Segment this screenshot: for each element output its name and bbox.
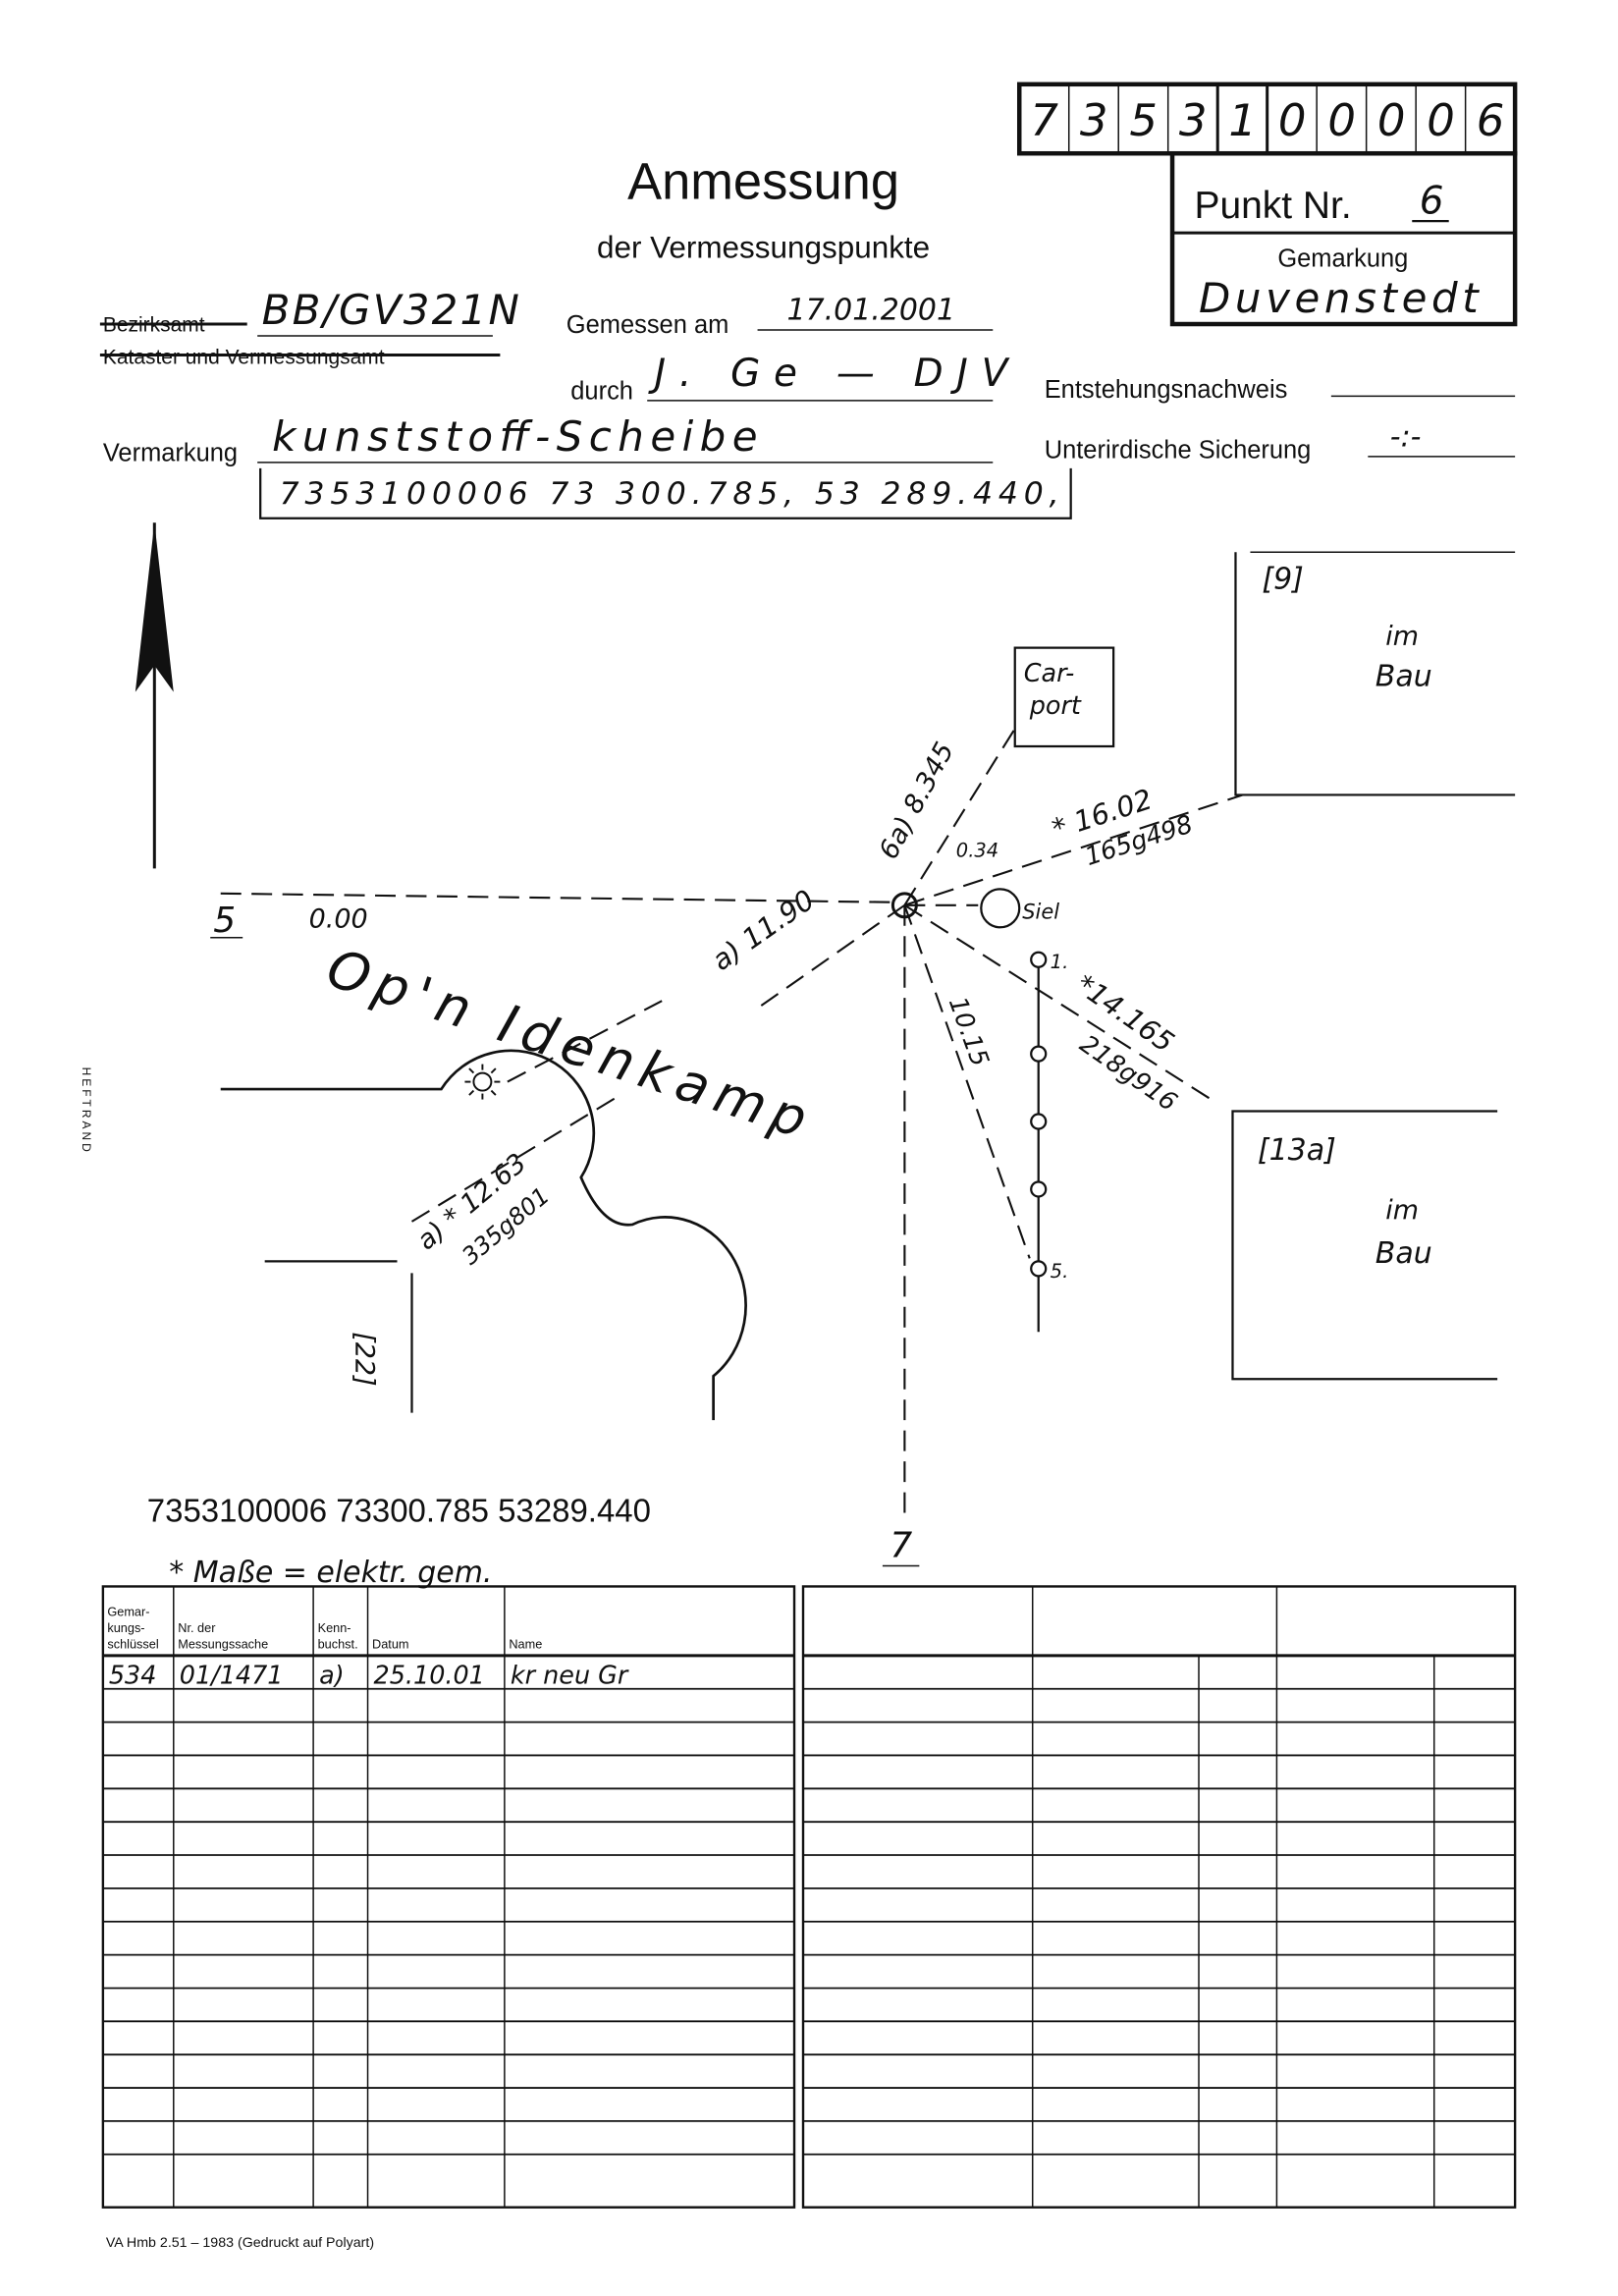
table-cell: 25.10.01 [374,1661,485,1690]
carport-label: Car- [1024,659,1075,688]
page-subtitle: der Vermessungspunkte [597,231,930,265]
carport-label-2: port [1029,691,1082,721]
table-cell: kr neu Gr [511,1661,629,1690]
vermarkung-label: Vermarkung [103,439,238,466]
table-header-cell: buchst. [318,1636,358,1651]
siel-label: Siel [1022,900,1059,923]
chain-point-5: 5. [1051,1260,1069,1283]
building-9-status: im [1385,622,1419,652]
durch-signature: J. Ge — DJV [648,352,1010,396]
table-cell: 01/1471 [180,1661,284,1690]
street-name: Op'n Idenkamp [320,937,815,1150]
punkt-digit: 3 [1080,94,1108,146]
table-header-cell: Nr. der [178,1620,216,1635]
measure-000: 0.00 [309,903,368,934]
punkt-digit: 0 [1327,94,1356,146]
punkt-digit: 7 [1030,94,1058,146]
punkt-label: Punkt Nr. [1195,185,1352,227]
gemarkung-label: Gemarkung [1277,246,1408,273]
punkt-value: 6 [1420,180,1444,224]
table-header-cell: schlüssel [107,1636,158,1651]
point-7-label: 7 [890,1525,912,1565]
entstehung-label: Entstehungsnachweis [1045,376,1288,404]
building-13a-status-2: Bau [1375,1236,1432,1271]
gemarkung-value: Duvenstedt [1199,274,1480,322]
point-5-label: 5 [213,901,236,941]
survey-point-6 [890,892,918,919]
coord-handwritten: 7353100006 73 300.785, 53 289.440, [280,476,1059,512]
measurement-table: Gemar-kungs-schlüssel Nr. derMessungssach… [101,1585,1517,2209]
bezirksamt-value: BB/GV321N [262,286,519,334]
table-cell: 534 [109,1661,157,1690]
building-13a-label: [13a] [1258,1133,1336,1168]
sun-icon [464,1064,501,1100]
measure-6a: 6a) 8.345 [874,738,960,864]
siel-icon [980,888,1021,929]
punkt-digit: 0 [1377,94,1406,146]
building-9-status-2: Bau [1375,660,1432,694]
table-cell: a) [319,1661,345,1690]
kataster-label: Kataster und Vermessungsamt [103,346,385,368]
measure-034: 0.34 [956,839,998,861]
table-header-cell: Name [509,1636,542,1651]
sketch: Car- port [9] im Bau [13a] im Bau [22] 5… [80,551,1516,1567]
unterirdisch-label: Unterirdische Sicherung [1045,436,1312,464]
building-22-label: [22] [350,1332,380,1386]
gemessen-value: 17.01.2001 [787,294,956,328]
punkt-digit: 1 [1228,94,1257,146]
coord-printed: 7353100006 73300.785 53289.440 [147,1493,651,1529]
table-header-cell: Datum [372,1636,408,1651]
page-title: Anmessung [627,154,899,211]
punkt-digit: 0 [1278,94,1307,146]
footer: VA Hmb 2.51 – 1983 (Gedruckt auf Polyart… [106,2235,374,2251]
north-arrow-icon [135,522,174,869]
table-header-cell: Gemar- [107,1604,149,1618]
punkt-box: Punkt Nr. 6 Gemarkung Duvenstedt [1169,150,1518,327]
punkt-digit: 3 [1179,94,1208,146]
gemessen-label: Gemessen am [566,311,729,339]
table-header-cell: Messungssache [178,1636,268,1651]
vermarkung-value: kunststoff-Scheibe [272,412,757,461]
unterirdisch-value: -:- [1390,419,1422,454]
punkt-digit: 0 [1427,94,1455,146]
building-9-label: [9] [1262,563,1303,597]
durch-label: durch [570,377,633,405]
measure-1190: a) 11.90 [706,884,820,977]
chain-point-1: 1. [1051,951,1069,973]
building-13a-status: im [1385,1195,1419,1226]
punkt-digit: 5 [1129,94,1158,146]
table-header-cell: kungs- [107,1620,144,1635]
heftrand-label: HEFTRAND [80,1067,93,1155]
coord-bracket [259,467,1072,519]
punkt-digit: 6 [1477,94,1505,146]
table-header-cell: Kenn- [318,1620,351,1635]
note-electronic: * Maße = elektr. gem. [169,1556,492,1590]
